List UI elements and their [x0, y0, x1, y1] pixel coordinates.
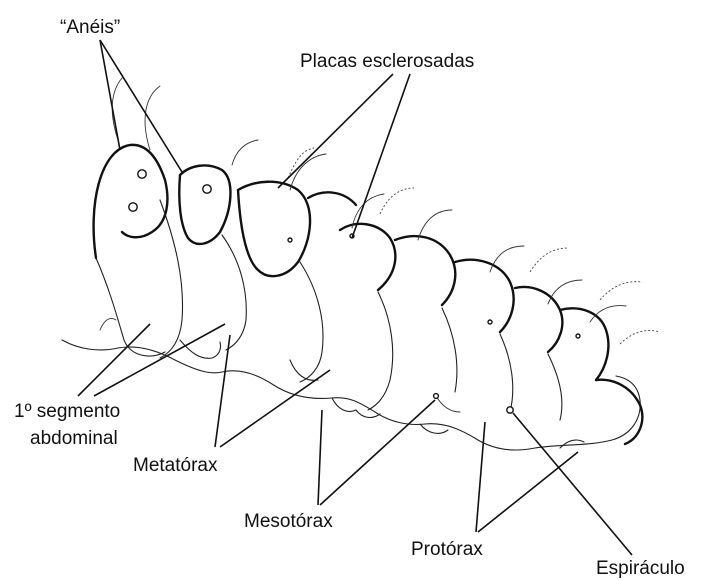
label-espiraculo: Espiráculo — [596, 558, 685, 579]
seta-dash-3 — [530, 248, 568, 272]
label-protorax: Protórax — [411, 539, 483, 560]
seta-7 — [490, 246, 524, 272]
leader-protorax-2 — [478, 452, 578, 532]
segment-line-c — [300, 262, 323, 382]
leg-mesothorax — [290, 360, 318, 380]
segment-line-f — [500, 334, 513, 412]
ring-2 — [179, 165, 230, 244]
seta-6 — [418, 210, 452, 240]
leader-espiraculo — [513, 413, 632, 555]
seta-11 — [436, 396, 460, 412]
ring-6 — [395, 236, 455, 305]
spiracle-dot — [507, 407, 513, 413]
label-segmento-line1: 1º segmento — [14, 401, 120, 422]
label-metatorax: Metatórax — [133, 455, 218, 476]
label-mesotorax: Mesotórax — [244, 511, 333, 532]
larva-illustration — [62, 78, 660, 450]
seta-dash-4 — [600, 282, 642, 300]
label-segmento-line2: abdominal — [30, 428, 118, 449]
seta-base-5 — [434, 394, 439, 399]
seta-dash-5 — [620, 331, 660, 345]
ring-4 — [308, 192, 356, 205]
seta-base-1 — [288, 238, 292, 242]
seta-10 — [100, 318, 116, 330]
label-aneis: “Anéis” — [60, 17, 120, 38]
ring-5 — [340, 224, 395, 290]
ring-8 — [515, 287, 562, 352]
head-capsule — [596, 380, 642, 444]
segment-line-a — [160, 200, 183, 358]
leader-mesotorax-1 — [318, 410, 322, 505]
seta-base-4 — [576, 334, 580, 338]
ring-1-back — [96, 258, 165, 356]
ring-9 — [560, 308, 608, 380]
segment-line-d — [368, 292, 393, 410]
labels: “Anéis” Placas esclerosadas 1º segmento … — [14, 17, 685, 579]
plate-dot-3 — [203, 185, 211, 193]
leader-placas-2 — [352, 74, 410, 238]
leader-lines — [78, 40, 632, 555]
ring-7 — [455, 260, 514, 332]
seta-2 — [145, 86, 160, 150]
seta-9 — [590, 306, 626, 322]
ring-1 — [94, 145, 168, 258]
leg-metathorax — [180, 340, 221, 358]
leader-metatorax-2 — [220, 370, 330, 447]
segment-line-b — [222, 235, 246, 350]
leader-metatorax-1 — [215, 335, 230, 447]
plate-dot-1 — [138, 170, 146, 178]
segment-line-g — [548, 354, 562, 420]
label-placas-esclerosadas: Placas esclerosadas — [300, 51, 474, 72]
seta-4 — [290, 154, 326, 190]
leader-protorax-1 — [476, 422, 485, 532]
plate-dot-2 — [129, 203, 137, 211]
segment-line-e — [442, 308, 457, 392]
ring-3 — [238, 182, 310, 276]
seta-3 — [232, 140, 258, 165]
seta-base-3 — [488, 320, 492, 324]
seta-dash-2 — [380, 188, 414, 214]
